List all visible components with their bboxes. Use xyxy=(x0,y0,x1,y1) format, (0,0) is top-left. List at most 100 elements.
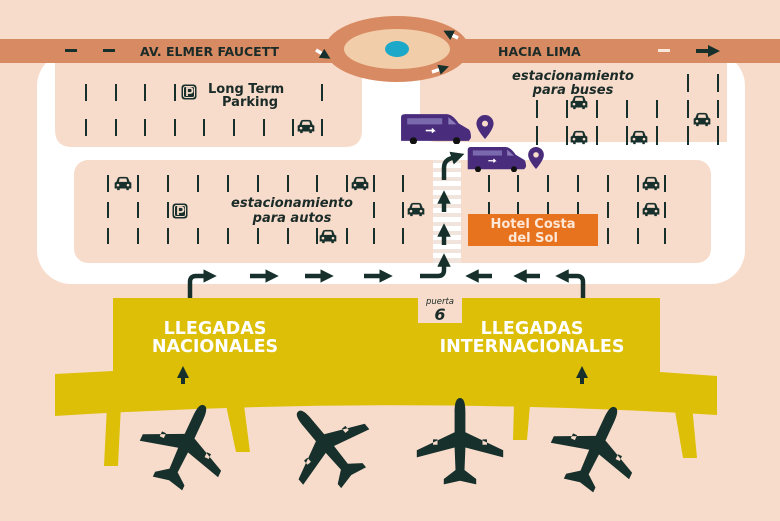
parking-line xyxy=(596,100,598,118)
parking-line xyxy=(144,84,146,101)
parking-line xyxy=(656,100,658,118)
parking-line xyxy=(287,175,289,192)
parking-line xyxy=(607,202,609,218)
parking-line xyxy=(321,84,323,101)
car-parking-lot xyxy=(74,160,711,263)
parking-line xyxy=(167,175,169,192)
parking-line xyxy=(536,126,538,145)
parking-line xyxy=(137,228,139,244)
crosswalk-stripe xyxy=(433,190,461,195)
long-term-parking-lot xyxy=(55,52,362,147)
crosswalk-stripe xyxy=(433,244,461,249)
hotel-label: del Sol xyxy=(508,231,558,246)
crosswalk-stripe xyxy=(433,253,461,258)
parking-line xyxy=(107,202,109,218)
parking-line xyxy=(167,228,169,244)
parking-line xyxy=(664,175,666,192)
parking-line xyxy=(263,119,265,136)
parking-line xyxy=(174,84,176,101)
parking-line xyxy=(637,175,639,192)
parking-line xyxy=(626,100,628,118)
roundabout-arrows xyxy=(315,30,459,75)
direction-label: HACIA LIMA xyxy=(498,44,581,59)
parking-line xyxy=(717,100,719,118)
parking-line xyxy=(577,175,579,192)
parking-line xyxy=(257,175,259,192)
hotel-costa-del-sol-sign xyxy=(468,214,598,246)
crosswalk-stripe xyxy=(433,199,461,204)
pedestrian-crosswalk xyxy=(433,160,461,263)
parking-line xyxy=(596,126,598,145)
parking-line xyxy=(664,202,666,218)
terminal-building xyxy=(55,298,717,466)
hotel-label: Hotel Costa xyxy=(490,217,575,232)
parking-line xyxy=(607,175,609,192)
domestic-arrivals-label: NACIONALES xyxy=(152,337,278,357)
parking-line xyxy=(197,228,199,244)
parking-line xyxy=(174,119,176,136)
car-parking-label: estacionamiento xyxy=(231,196,353,211)
parking-line xyxy=(321,119,323,136)
international-arrivals-label: LLEGADAS xyxy=(481,319,584,339)
parking-line xyxy=(687,126,689,145)
parking-line xyxy=(197,175,199,192)
crosswalk-stripe xyxy=(433,217,461,222)
parking-line xyxy=(292,119,294,136)
gate-number: 6 xyxy=(434,305,445,324)
parking-line xyxy=(346,228,348,244)
parking-line xyxy=(517,202,519,218)
parking-line xyxy=(257,228,259,244)
parking-line xyxy=(233,119,235,136)
crosswalk-stripe xyxy=(433,163,461,168)
crosswalk-stripe xyxy=(433,235,461,240)
parking-line xyxy=(626,126,628,145)
walking-route-arrows xyxy=(187,151,586,298)
parking-icon xyxy=(172,203,188,219)
parking-line xyxy=(637,228,639,244)
main-road-name: AV. ELMER FAUCETT xyxy=(140,44,280,59)
long-term-parking-label: Parking xyxy=(222,95,278,110)
bus-parking-label: para buses xyxy=(532,83,614,98)
parking-line xyxy=(402,202,404,218)
parking-space-lines xyxy=(85,74,719,244)
parking-line xyxy=(115,119,117,136)
parking-line xyxy=(488,202,490,218)
parking-line xyxy=(144,119,146,136)
parking-line xyxy=(107,175,109,192)
international-arrivals-label: INTERNACIONALES xyxy=(440,337,625,357)
parking-line xyxy=(373,202,375,218)
parking-line xyxy=(687,74,689,92)
parking-line xyxy=(717,74,719,92)
parking-icon xyxy=(181,84,197,100)
parking-line xyxy=(607,228,609,244)
parking-line xyxy=(687,100,689,118)
parking-line xyxy=(137,175,139,192)
parking-line xyxy=(637,202,639,218)
parking-line xyxy=(227,228,229,244)
crosswalk-stripe xyxy=(433,181,461,186)
parking-line xyxy=(402,175,404,192)
parking-line xyxy=(203,119,205,136)
parking-line xyxy=(547,202,549,218)
parking-line xyxy=(316,175,318,192)
parking-line xyxy=(717,126,719,145)
parking-line xyxy=(107,228,109,244)
parking-line xyxy=(85,84,87,101)
parking-line xyxy=(346,175,348,192)
parking-line xyxy=(566,126,568,145)
parking-line xyxy=(115,84,117,101)
parking-line xyxy=(373,228,375,244)
bus-parking-label: estacionamiento xyxy=(512,69,634,84)
parking-line xyxy=(287,228,289,244)
road-lane-marks xyxy=(65,49,670,52)
domestic-arrivals-label: LLEGADAS xyxy=(164,319,267,339)
crosswalk-stripe xyxy=(433,172,461,177)
gate-label: puerta xyxy=(425,297,454,307)
parking-line xyxy=(664,228,666,244)
gate-sign xyxy=(418,295,462,323)
parking-line xyxy=(566,100,568,118)
bus-parking-lot xyxy=(420,52,727,142)
parking-line xyxy=(577,202,579,218)
parking-line xyxy=(167,202,169,218)
